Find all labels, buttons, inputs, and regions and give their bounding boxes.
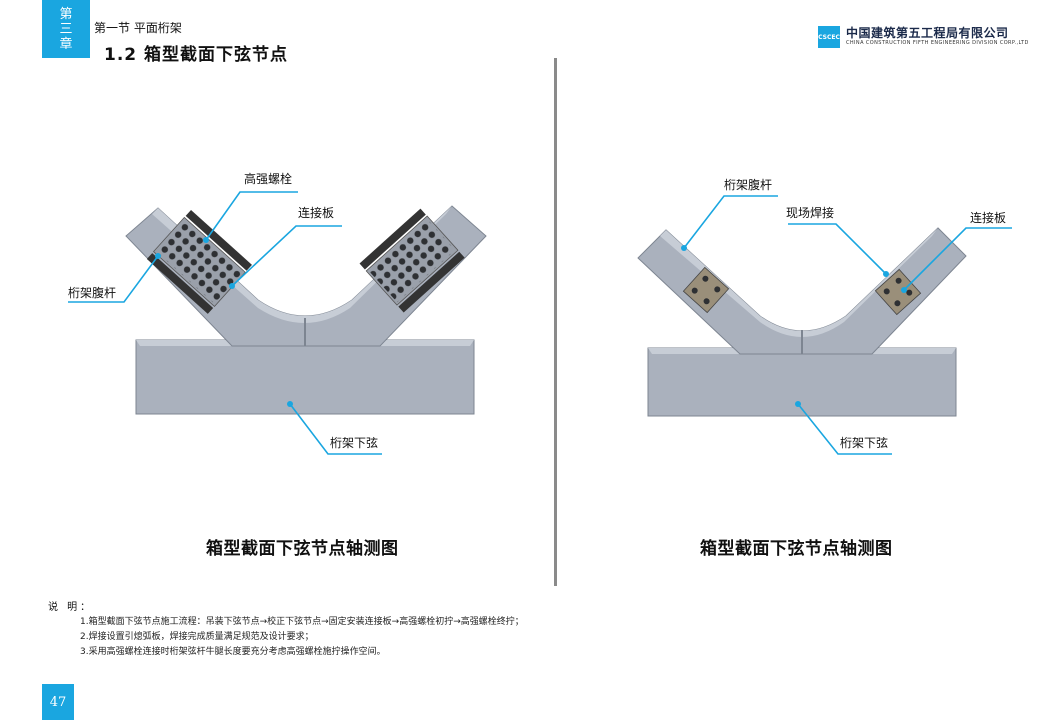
note-item-3: 3.采用高强螺栓连接时桁架弦杆牛腿长度要充分考虑高强螺栓施拧操作空间。 (80, 647, 386, 657)
section-label: 第一节 平面桁架 (94, 21, 182, 35)
left-callout-plate: 连接板 (298, 206, 335, 220)
chapter-char-3: 章 (59, 36, 73, 52)
left-caption: 箱型截面下弦节点轴测图 (206, 539, 399, 559)
left-callout-chord: 桁架下弦 (330, 436, 379, 450)
left-splice-right (359, 208, 465, 313)
page-number: 47 (42, 684, 74, 720)
chapter-char-2: 三 (59, 21, 73, 37)
company-name-en: CHINA CONSTRUCTION FIFTH ENGINEERING DIV… (846, 40, 1029, 46)
right-callout-web: 桁架腹杆 (724, 178, 773, 192)
right-caption: 箱型截面下弦节点轴测图 (700, 539, 893, 559)
right-chord-shape (647, 347, 957, 417)
page-title: 1.2 箱型截面下弦节点 (104, 45, 289, 65)
left-callout-bolt: 高强螺栓 (244, 172, 293, 186)
right-callout-chord: 桁架下弦 (840, 436, 889, 450)
right-callout-plate: 连接板 (970, 211, 1007, 225)
note-item-1: 1.箱型截面下弦节点施工流程：吊装下弦节点→校正下弦节点→固定安装连接板→高强螺… (80, 617, 524, 627)
left-splice-left (146, 209, 252, 314)
right-web-shape (637, 227, 967, 355)
right-plate-right (874, 268, 922, 316)
chapter-tab: 第 三 章 (42, 0, 90, 58)
right-callout-weld: 现场焊接 (786, 206, 835, 220)
company-name-cn: 中国建筑第五工程局有限公司 (846, 26, 1009, 40)
center-divider (554, 58, 557, 586)
company-logo-icon: CSCEC (818, 26, 840, 48)
left-callout-web: 桁架腹杆 (68, 286, 117, 300)
note-item-2: 2.焊接设置引熄弧板，焊接完成质量满足规范及设计要求； (80, 632, 314, 642)
right-plate-left (682, 266, 730, 314)
notes-heading: 说 明： (48, 602, 94, 613)
chapter-char-1: 第 (59, 6, 73, 22)
